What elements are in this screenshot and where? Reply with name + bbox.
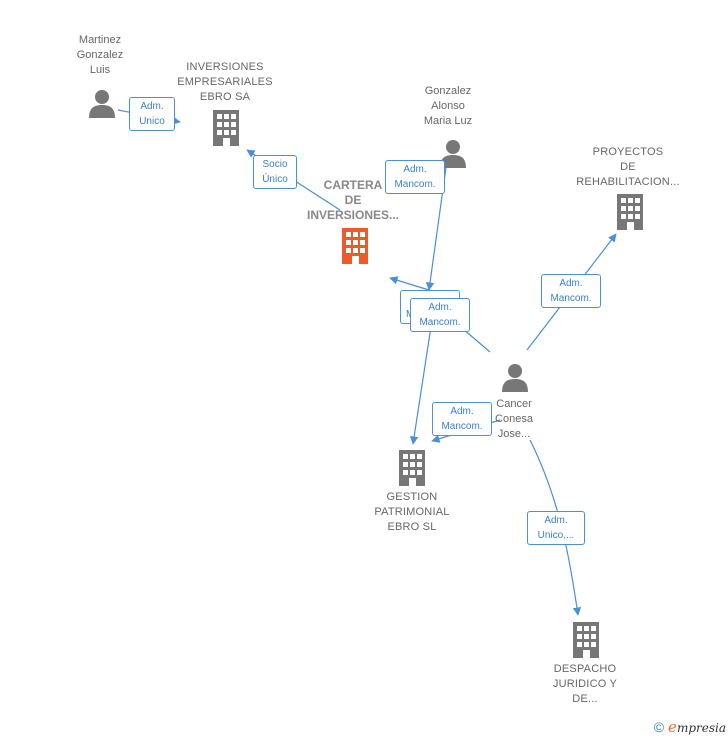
edge-label-line: Unico — [139, 116, 165, 127]
node-label-line: JURIDICO Y — [552, 678, 618, 690]
edge-label-line: Mancom. — [419, 317, 461, 328]
edge-label-line: Socio — [262, 159, 288, 170]
edge-label-adm-mancom[interactable]: Adm. Mancom. — [432, 402, 492, 436]
node-label-line: REHABILITACION... — [576, 176, 680, 188]
node-label-line: GESTION — [386, 491, 438, 503]
edge-label-adm-mancom[interactable]: Adm. Mancom. — [385, 160, 445, 194]
edge-label-socio-unico[interactable]: Socio Único — [253, 155, 297, 189]
edge-label-adm-unico[interactable]: Adm. Unico — [129, 97, 175, 131]
building-icon — [213, 110, 239, 146]
person-icon — [89, 90, 115, 118]
node-label-line: Gonzalez — [424, 85, 472, 97]
node-label-line: Alonso — [431, 100, 465, 112]
node-cancer-label[interactable]: Cancer Conesa Jose... — [484, 397, 544, 442]
edge-label-line: Adm. — [140, 101, 164, 112]
person-icon — [502, 364, 528, 392]
edge-label-line: Adm. — [559, 278, 583, 289]
node-label-line: DE... — [572, 693, 598, 705]
brand-logo-initial: e — [668, 718, 677, 736]
node-label-line: INVERSIONES... — [306, 208, 400, 222]
node-label-line: Conesa — [495, 413, 533, 425]
node-label-line: Martinez — [78, 34, 122, 46]
edge-label-line: Mancom. — [441, 421, 483, 432]
edge-label-line: Único — [262, 174, 288, 185]
edge-label-line: Adm. — [403, 164, 427, 175]
node-label-line: Gonzalez — [76, 49, 124, 61]
brand-logo: empresia — [668, 718, 726, 736]
edge-line — [389, 276, 430, 291]
node-label-line: Jose... — [497, 428, 531, 440]
copyright-icon: © — [653, 719, 665, 735]
node-label-line: Maria Luz — [423, 115, 473, 127]
node-label-line: Cancer — [496, 398, 532, 410]
node-label-line: EMPRESARIALES — [177, 76, 273, 88]
node-label-line: PROYECTOS — [592, 146, 664, 158]
edge-line — [409, 319, 433, 445]
node-proyectos-label[interactable]: PROYECTOS DE REHABILITACION... — [563, 145, 693, 190]
edge-label-adm-mancom[interactable]: Adm. Mancom. — [410, 298, 470, 332]
edge-label-line: Unico,... — [537, 530, 575, 541]
building-icon — [399, 450, 425, 486]
brand-watermark: ©empresia — [654, 718, 726, 736]
node-label-line: INVERSIONES — [186, 61, 264, 73]
building-icon — [573, 622, 599, 658]
node-despacho-label[interactable]: DESPACHO JURIDICO Y DE... — [535, 662, 635, 707]
node-label-line: DE — [344, 193, 362, 207]
edge-label-line: Mancom. — [394, 179, 436, 190]
node-martinez-label[interactable]: Martinez Gonzalez Luis — [55, 33, 145, 78]
building-icon — [617, 194, 643, 230]
node-inversiones-ebro-label[interactable]: INVERSIONES EMPRESARIALES EBRO SA — [165, 60, 285, 105]
node-label-line: DE — [620, 161, 636, 173]
node-cartera-label[interactable]: CARTERA DE INVERSIONES... — [293, 178, 413, 223]
edge-label-line: Mancom. — [550, 293, 592, 304]
node-label-line: PATRIMONIAL — [374, 506, 450, 518]
node-label-line: EBRO SL — [387, 521, 437, 533]
node-gestion-label[interactable]: GESTION PATRIMONIAL EBRO SL — [357, 490, 467, 535]
brand-logo-rest: mpresia — [676, 721, 726, 735]
node-gonzalez-alonso-label[interactable]: Gonzalez Alonso Maria Luz — [403, 84, 493, 129]
building-icon — [342, 228, 368, 264]
node-label-line: CARTERA — [323, 178, 383, 192]
edge-label-line: Adm. — [428, 302, 452, 313]
edge-label-adm-unico[interactable]: Adm. Unico,... — [527, 511, 585, 545]
edge-label-line: Adm. — [450, 406, 474, 417]
node-label-line: EBRO SA — [199, 91, 251, 103]
node-label-line: Luis — [89, 64, 111, 76]
node-label-line: DESPACHO — [553, 663, 617, 675]
edge-label-line: Adm. — [544, 515, 568, 526]
edge-label-adm-mancom[interactable]: Adm. Mancom. — [541, 274, 601, 308]
